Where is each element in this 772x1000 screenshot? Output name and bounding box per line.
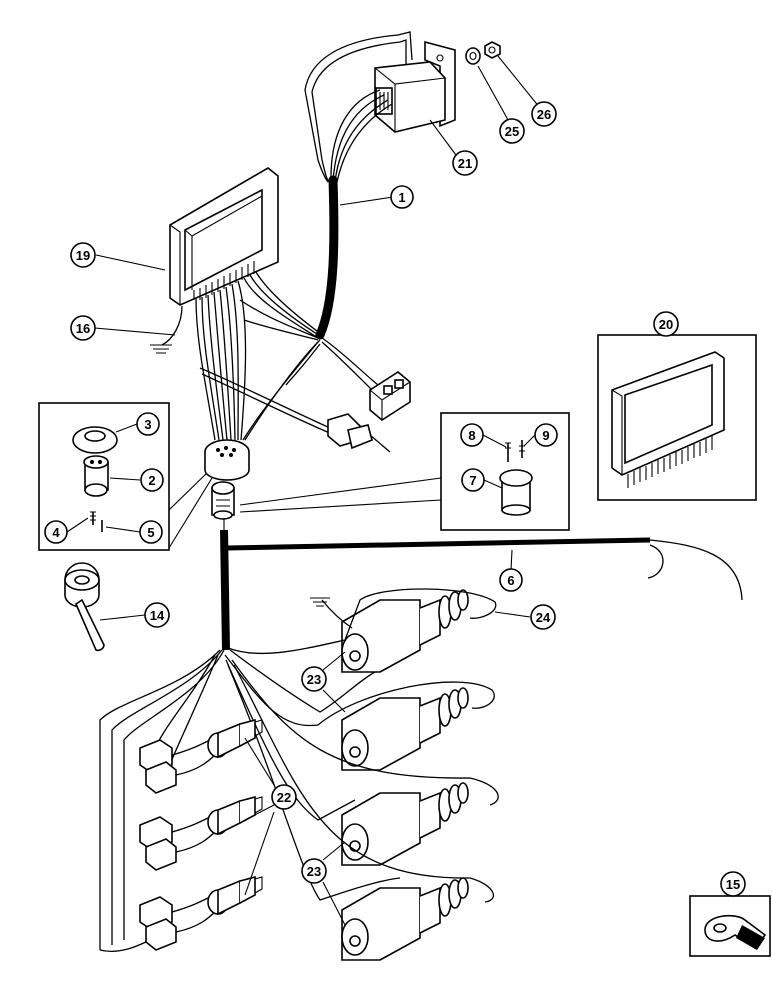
terminal-inset bbox=[689, 895, 771, 957]
callout-label: 22 bbox=[277, 790, 291, 805]
callout-16: 16 bbox=[70, 315, 96, 341]
callout-20: 20 bbox=[653, 311, 679, 337]
relay-wires bbox=[304, 31, 413, 183]
callout-label: 23 bbox=[307, 864, 321, 879]
solenoid-valve-4 bbox=[341, 877, 469, 961]
callout-label: 14 bbox=[150, 608, 165, 623]
callout-3: 3 bbox=[136, 412, 160, 436]
callout-8: 8 bbox=[460, 423, 484, 447]
callout-25: 25 bbox=[499, 118, 525, 144]
callout-19: 19 bbox=[70, 242, 96, 268]
callout-label: 21 bbox=[458, 156, 472, 171]
harness-plug-connector bbox=[369, 371, 411, 421]
pressure-switch-2 bbox=[139, 795, 263, 871]
relay-bracket-part bbox=[374, 40, 456, 133]
callout-2: 2 bbox=[140, 468, 164, 492]
solenoid-wires bbox=[224, 588, 499, 903]
callout-label: 6 bbox=[507, 573, 514, 588]
callout-label: 23 bbox=[307, 672, 321, 687]
nut-part bbox=[484, 41, 501, 59]
solenoid-valve-2 bbox=[341, 687, 469, 771]
callout-label: 1 bbox=[398, 190, 405, 205]
callout-label: 2 bbox=[148, 473, 155, 488]
callout-label: 16 bbox=[76, 321, 90, 336]
inset-leader-lines-2 bbox=[239, 477, 442, 513]
callout-label: 4 bbox=[52, 525, 60, 540]
callout-label: 19 bbox=[76, 248, 90, 263]
callout-label: 25 bbox=[505, 124, 519, 139]
callout-label: 3 bbox=[144, 417, 151, 432]
control-module-part bbox=[169, 167, 279, 306]
harness-tail-wire-2 bbox=[647, 544, 664, 579]
callout-label: 9 bbox=[542, 428, 549, 443]
callout-label: 5 bbox=[147, 525, 154, 540]
connector-kit-inset bbox=[38, 402, 170, 551]
callout-6: 6 bbox=[499, 568, 523, 592]
callout-15: 15 bbox=[720, 871, 746, 897]
receptacle-kit-inset bbox=[440, 412, 570, 531]
ground-wire-16 bbox=[150, 305, 183, 354]
pressure-switch-1 bbox=[139, 718, 263, 794]
clamp-part bbox=[64, 562, 105, 652]
callout-23-upper: 23 bbox=[301, 666, 327, 692]
callout-label: 15 bbox=[726, 877, 740, 892]
callout-label: 24 bbox=[536, 610, 551, 625]
inline-connector bbox=[199, 367, 391, 453]
washer-part bbox=[465, 47, 481, 65]
callout-9: 9 bbox=[534, 423, 558, 447]
solenoid-valve-3 bbox=[341, 782, 469, 866]
callout-5: 5 bbox=[139, 520, 163, 544]
callout-label: 20 bbox=[659, 317, 673, 332]
inset-leader-lines bbox=[168, 469, 213, 549]
lower-harness-trunk bbox=[220, 529, 230, 651]
callout-22: 22 bbox=[271, 784, 297, 810]
solenoid-valve-1 bbox=[341, 589, 469, 673]
callout-4: 4 bbox=[44, 520, 68, 544]
mating-connector bbox=[211, 481, 235, 520]
callout-1: 1 bbox=[390, 185, 414, 209]
harness-tail-wire bbox=[649, 539, 743, 601]
module-20-inset bbox=[597, 334, 757, 501]
callout-24: 24 bbox=[530, 604, 556, 630]
callout-26: 26 bbox=[531, 101, 557, 127]
callout-7: 7 bbox=[461, 468, 485, 492]
main-harness-trunk bbox=[315, 175, 339, 340]
harness-branch-6 bbox=[225, 537, 651, 551]
callout-label: 8 bbox=[468, 428, 475, 443]
callout-label: 26 bbox=[537, 107, 551, 122]
callout-14: 14 bbox=[144, 602, 170, 628]
callout-label: 7 bbox=[469, 473, 476, 488]
callout-leaders bbox=[66, 55, 541, 926]
module-wires bbox=[195, 271, 379, 441]
pressure-switch-3 bbox=[139, 875, 263, 951]
harness-round-connector bbox=[204, 439, 250, 481]
callout-23-lower: 23 bbox=[301, 858, 327, 884]
callout-21: 21 bbox=[452, 150, 478, 176]
